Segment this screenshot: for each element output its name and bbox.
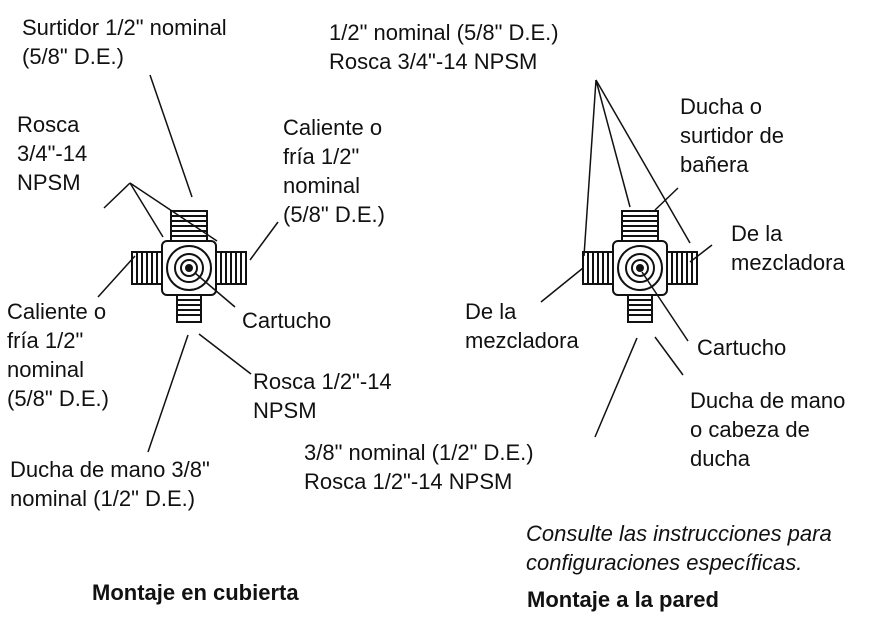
wall-top-thread-label: 1/2" nominal (5/8" D.E.) Rosca 3/4"-14 N… [329, 20, 559, 74]
wall-note: Consulte las instrucciones para configur… [526, 521, 832, 575]
wall-from-mixer-left-label: De la mezcladora [465, 299, 579, 353]
deck-leader-lines [97, 74, 279, 453]
wall-leader-lines [540, 79, 713, 438]
wall-bottom-thread-label: 3/8" nominal (1/2" D.E.) Rosca 1/2"-14 N… [304, 440, 534, 494]
deck-valve [131, 210, 247, 323]
wall-shower-spout-label: Ducha o surtidor de bañera [680, 94, 784, 177]
deck-thread-top-label: Rosca 3/4"-14 NPSM [17, 112, 88, 195]
deck-spout-label: Surtidor 1/2" nominal (5/8" D.E.) [22, 15, 227, 69]
deck-hot-cold-left-label: Caliente o fría 1/2" nominal (5/8" D.E.) [7, 299, 109, 411]
wall-valve [582, 210, 698, 323]
wall-cartridge-label: Cartucho [697, 335, 787, 360]
deck-caption: Montaje en cubierta [92, 580, 299, 605]
deck-thread-bottom-label: Rosca 1/2"-14 NPSM [253, 369, 392, 423]
wall-caption: Montaje a la pared [527, 587, 719, 612]
deck-cartridge-label: Cartucho [242, 308, 332, 333]
wall-handshower-head-label: Ducha de mano o cabeza de ducha [690, 388, 846, 471]
deck-handshower-label: Ducha de mano 3/8" nominal (1/2" D.E.) [10, 457, 210, 511]
wall-from-mixer-right-label: De la mezcladora [731, 221, 845, 275]
deck-hot-cold-right-label: Caliente o fría 1/2" nominal (5/8" D.E.) [283, 115, 385, 227]
